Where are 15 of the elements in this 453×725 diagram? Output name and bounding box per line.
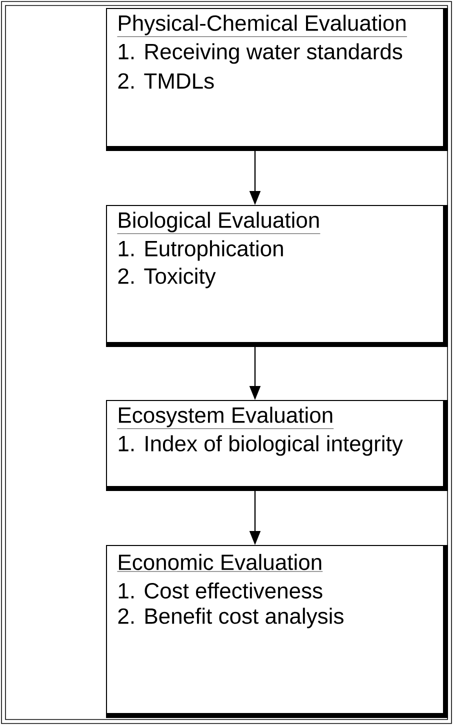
process-box bbox=[106, 400, 448, 491]
list-item: 2. Benefit cost analysis bbox=[118, 608, 344, 628]
heading: Ecosystem Evaluation bbox=[117, 406, 334, 429]
list-item: 1. Receiving water standards bbox=[118, 43, 402, 64]
heading: Biological Evaluation bbox=[117, 212, 320, 234]
process-box bbox=[106, 545, 448, 718]
list-item: 1. Index of biological integrity bbox=[118, 435, 403, 456]
process-box bbox=[106, 205, 448, 347]
heading: Physical-Chemical Evaluation bbox=[117, 14, 408, 37]
process-box bbox=[106, 8, 448, 151]
list-item: 1. Eutrophication bbox=[118, 240, 283, 261]
heading: Economic Evaluation bbox=[117, 554, 323, 572]
list-item: 2. TMDLs bbox=[118, 73, 214, 89]
list-item: 1. Cost effectiveness bbox=[118, 582, 322, 599]
list-item: 2. Toxicity bbox=[118, 268, 216, 288]
